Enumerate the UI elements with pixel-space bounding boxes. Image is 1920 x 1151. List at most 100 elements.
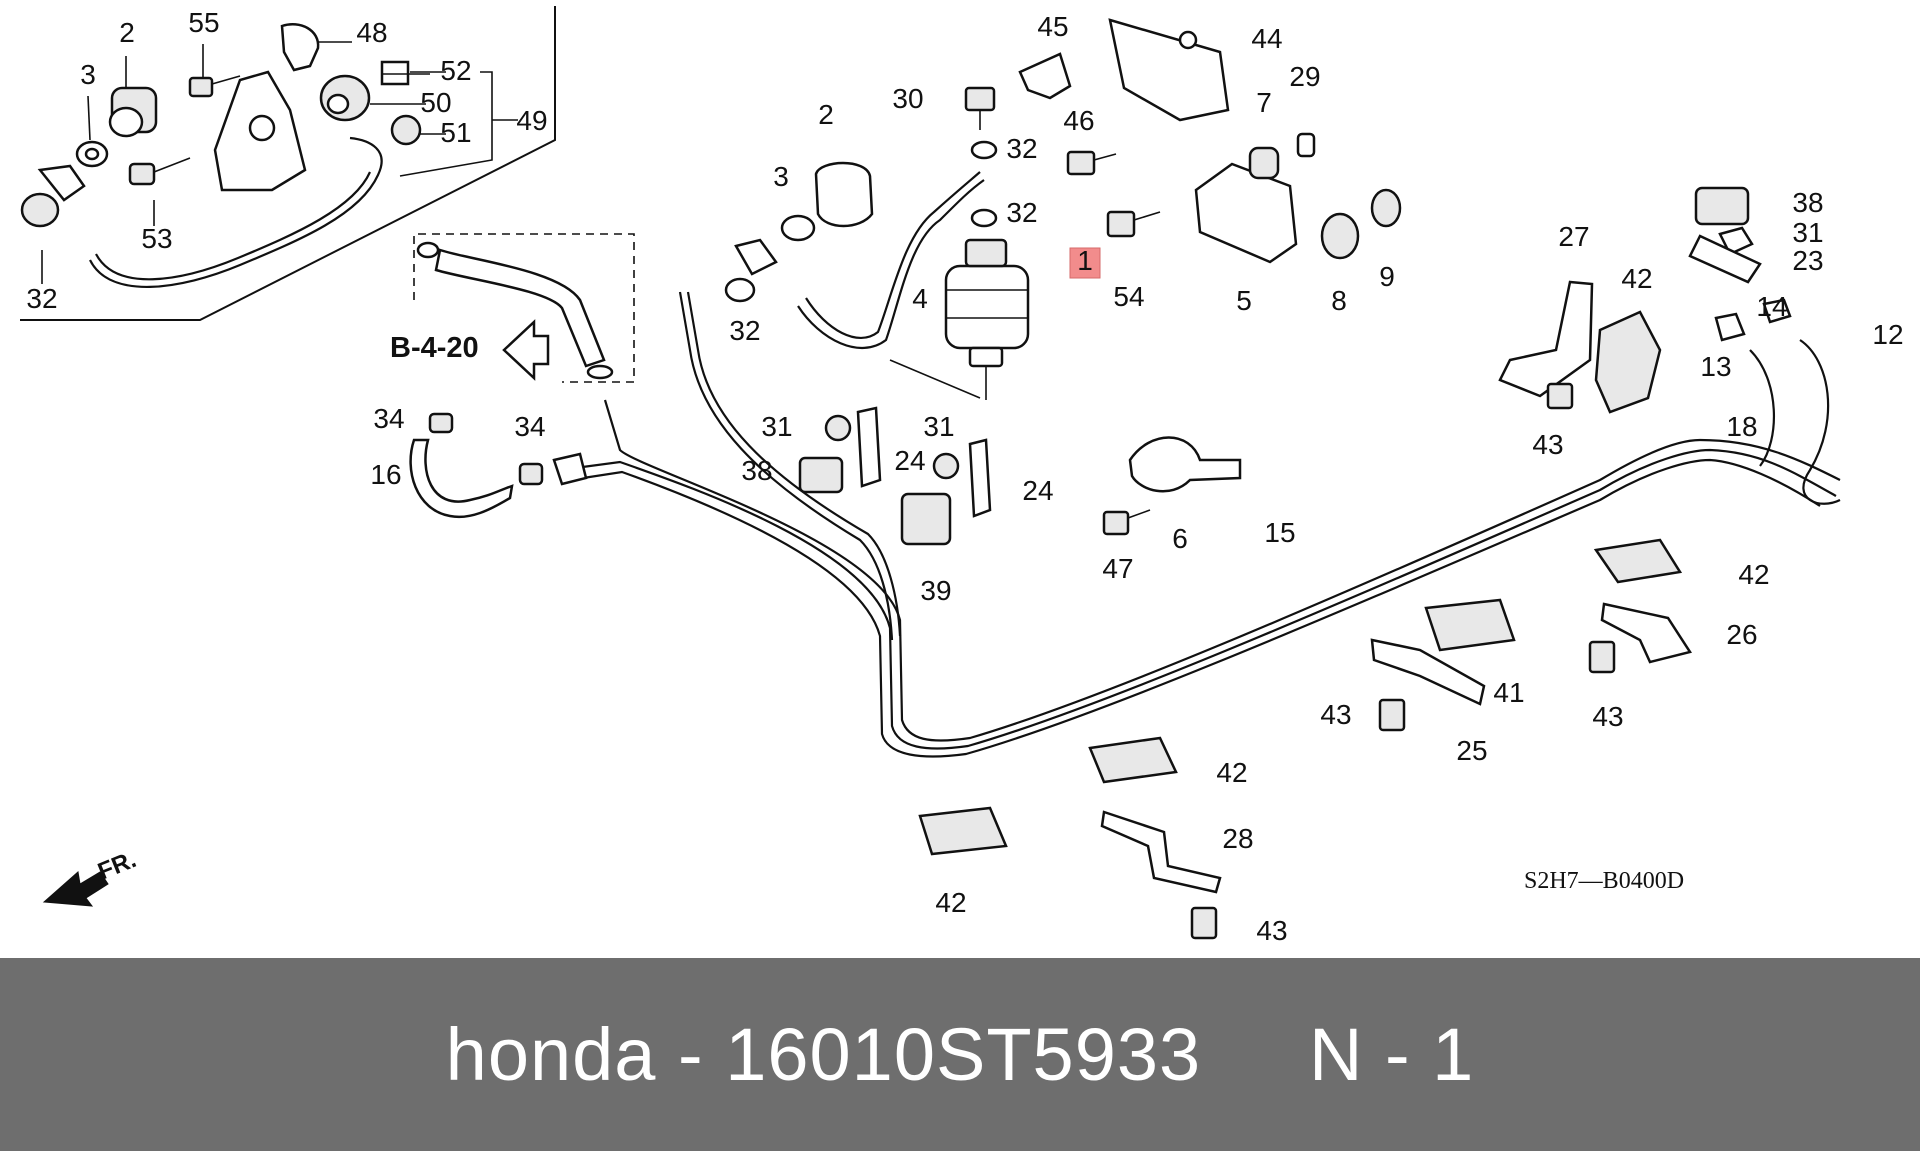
callout-c47: 47 — [1102, 553, 1133, 584]
bolt-46 — [1066, 150, 1096, 176]
callout-c42c: 42 — [1216, 757, 1247, 788]
callout-c7: 7 — [1256, 87, 1272, 118]
callout-c32d: 32 — [729, 315, 760, 346]
grommet-2-inset — [108, 86, 158, 138]
bracket-28 — [1100, 810, 1222, 894]
callout-c13: 13 — [1700, 351, 1731, 382]
grommet-2-main — [814, 161, 874, 228]
bracket-24-left — [856, 406, 882, 488]
clip-48 — [280, 23, 320, 72]
callout-c34a: 34 — [373, 403, 404, 434]
clamp-41 — [1424, 598, 1516, 652]
callout-c48: 48 — [356, 17, 387, 48]
bracket-26 — [1600, 602, 1692, 664]
bolt-43-mid — [1378, 698, 1406, 732]
callout-c44: 44 — [1251, 23, 1282, 54]
front-direction-label: FR. — [94, 846, 140, 886]
callout-c28: 28 — [1222, 823, 1253, 854]
bolt-47 — [1102, 510, 1130, 536]
callout-c30: 30 — [892, 83, 923, 114]
callout-c50: 50 — [420, 87, 451, 118]
bracket-44 — [1108, 18, 1230, 122]
banjo-bolt-30 — [964, 86, 996, 112]
clip-13 — [1714, 312, 1746, 342]
strap-6 — [1128, 436, 1242, 493]
clip-34-left — [428, 412, 454, 434]
washer-3-main — [780, 214, 816, 242]
drawing-code: S2H7—B0400D — [1524, 868, 1684, 894]
part-caption: honda - 16010ST5933 N - 1 — [445, 1013, 1475, 1096]
grommet-7 — [1248, 146, 1280, 180]
bracket-25 — [1370, 638, 1486, 706]
clamp-38-center — [798, 456, 844, 494]
callout-c3a: 3 — [80, 59, 96, 90]
callout-c5: 5 — [1236, 285, 1252, 316]
bracket-23 — [1688, 234, 1762, 284]
callout-c8: 8 — [1331, 285, 1347, 316]
fuel-line-bundle-15 — [559, 291, 1841, 758]
callout-c43a: 43 — [1532, 429, 1563, 460]
callout-c2b: 2 — [818, 99, 834, 130]
callout-c27: 27 — [1558, 221, 1589, 252]
front-direction-indicator: FR. — [42, 846, 140, 907]
fuel-filter-1 — [889, 238, 1030, 400]
callout-c42d: 42 — [935, 887, 966, 918]
clamp-38-right — [1694, 186, 1750, 226]
highlight-box — [1069, 247, 1101, 279]
front-arrow-icon — [42, 871, 109, 907]
callout-c32c: 32 — [1006, 197, 1037, 228]
callout-c52: 52 — [440, 55, 471, 86]
callout-c26: 26 — [1726, 619, 1757, 650]
callout-c43c: 43 — [1592, 701, 1623, 732]
callout-c6: 6 — [1172, 523, 1188, 554]
callout-c24b: 24 — [1022, 475, 1053, 506]
clamp-39 — [900, 492, 952, 546]
callout-c38b: 38 — [741, 455, 772, 486]
callout-c24a: 24 — [894, 445, 925, 476]
washer-32-upper — [970, 140, 998, 160]
bolt-43-bottom — [1190, 906, 1218, 940]
bolt-55 — [188, 75, 241, 98]
callout-c16: 16 — [370, 459, 401, 490]
fuel-joint — [552, 452, 588, 486]
clip-34-right — [518, 462, 544, 486]
nut-31-left — [824, 414, 852, 442]
callout-c55: 55 — [188, 7, 219, 38]
fuel-hose-4 — [797, 179, 985, 350]
callout-c14: 14 — [1756, 291, 1787, 322]
bolt-43-far-right — [1588, 640, 1616, 674]
callout-c43b: 43 — [1320, 699, 1351, 730]
clamp-42-right — [1594, 310, 1662, 414]
callout-c34b: 34 — [514, 411, 545, 442]
bracket-27 — [1498, 280, 1594, 398]
pin-29 — [1296, 132, 1316, 158]
bolt-43-right — [1546, 382, 1574, 410]
page-reference: B-4-20 — [390, 319, 550, 381]
callout-c12: 12 — [1872, 319, 1903, 350]
clamp-32-inset — [20, 164, 86, 228]
callout-c32b: 32 — [1006, 133, 1037, 164]
nut-31-center — [932, 452, 960, 480]
callout-c46: 46 — [1063, 105, 1094, 136]
reference-arrow-icon — [502, 319, 550, 381]
callout-c49: 49 — [516, 105, 547, 136]
bolt-54 — [1106, 210, 1136, 238]
clip-bracket — [734, 238, 778, 276]
callout-c42a: 42 — [1621, 263, 1652, 294]
inset-panel — [20, 6, 556, 321]
callout-c31b: 31 — [761, 411, 792, 442]
callout-c3b: 3 — [773, 161, 789, 192]
callout-c45: 45 — [1037, 11, 1068, 42]
footer-bar: honda - 16010ST5933 N - 1 — [0, 958, 1920, 1151]
clamp-42-bottom-left — [918, 806, 1008, 856]
callout-c43d: 43 — [1256, 915, 1287, 946]
clamp-42-lower-right — [1593, 538, 1683, 584]
callout-c31c: 31 — [923, 411, 954, 442]
callout-c23: 23 — [1792, 245, 1823, 276]
clamp-42-bottom-center — [1088, 736, 1178, 784]
callout-c9: 9 — [1379, 261, 1395, 292]
collar-52 — [380, 60, 410, 86]
callout-c1: 1 — [1077, 245, 1093, 276]
callout-c38a: 38 — [1792, 187, 1823, 218]
